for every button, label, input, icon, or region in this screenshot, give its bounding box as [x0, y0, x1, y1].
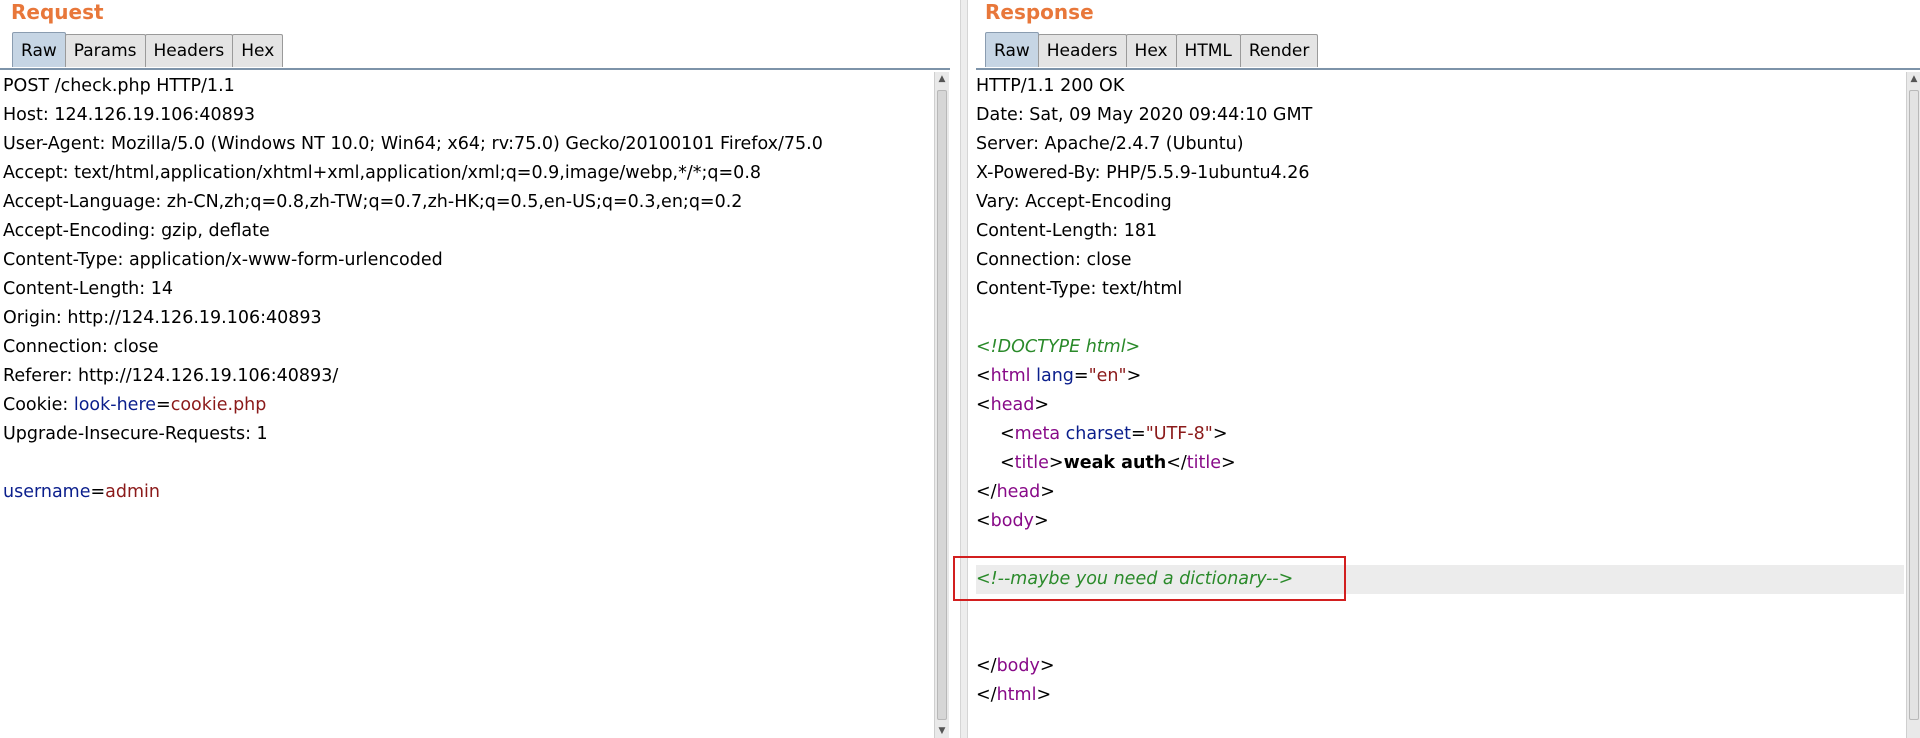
request-line: Accept-Language: zh-CN,zh;q=0.8,zh-TW;q=…	[3, 192, 743, 212]
title-close-tag: title	[1186, 453, 1222, 473]
doctype-line: <!DOCTYPE html>	[976, 337, 1141, 357]
blank-line	[976, 304, 1904, 333]
request-tab-params[interactable]: Params	[64, 34, 146, 67]
cookie-line: Cookie: look-here=cookie.php	[0, 391, 934, 420]
response-line: X-Powered-By: PHP/5.5.9-1ubuntu4.26	[976, 163, 1310, 183]
response-line: Server: Apache/2.4.7 (Ubuntu)	[976, 134, 1244, 154]
head-open-line: <head>	[976, 395, 1050, 415]
request-pane: Request Raw Params Headers Hex POST /che…	[0, 0, 950, 738]
title-open-tag: title	[1014, 453, 1049, 473]
request-line: Connection: close	[3, 337, 159, 357]
body-param-line: username=admin	[0, 478, 934, 507]
request-tab-raw[interactable]: Raw	[12, 32, 66, 67]
request-line: Origin: http://124.126.19.106:40893	[3, 308, 322, 328]
body-close-tag: body	[996, 656, 1040, 676]
scroll-up-icon[interactable]: ▲	[938, 74, 946, 84]
html-attr: lang	[1036, 366, 1074, 386]
highlight-box	[953, 556, 1346, 601]
body-close-line: </body>	[976, 656, 1055, 676]
request-editor[interactable]: POST /check.php HTTP/1.1 Host: 124.126.1…	[0, 72, 934, 738]
response-line: Vary: Accept-Encoding	[976, 192, 1172, 212]
request-tab-headers[interactable]: Headers	[144, 34, 234, 67]
response-line: Connection: close	[976, 250, 1132, 270]
meta-line: <meta charset="UTF-8">	[1000, 424, 1228, 444]
response-scroll-thumb[interactable]	[1909, 90, 1919, 720]
html-attr-value: "en"	[1088, 366, 1127, 386]
request-tab-hex[interactable]: Hex	[232, 34, 284, 67]
html-open-line: <html lang="en">	[976, 366, 1142, 386]
body-open-line: <body>	[976, 511, 1049, 531]
head-close-line: </head>	[976, 482, 1055, 502]
response-tab-render[interactable]: Render	[1239, 34, 1319, 67]
request-line: Referer: http://124.126.19.106:40893/	[3, 366, 339, 386]
response-tab-underline	[976, 68, 1920, 70]
request-title: Request	[11, 0, 104, 24]
meta-tag: meta	[1014, 424, 1061, 444]
request-line: Upgrade-Insecure-Requests: 1	[3, 424, 268, 444]
title-line: <title>weak auth</title>	[1000, 453, 1236, 473]
response-line: Date: Sat, 09 May 2020 09:44:10 GMT	[976, 105, 1313, 125]
response-scrollbar[interactable]: ▲	[1906, 72, 1920, 738]
request-line: Content-Type: application/x-www-form-url…	[3, 250, 443, 270]
head-close-tag: head	[996, 482, 1041, 502]
response-title: Response	[985, 0, 1094, 24]
splitter-handle[interactable]	[960, 0, 968, 738]
param-eq: =	[90, 482, 106, 502]
request-scrollbar[interactable]: ▲ ▼	[934, 72, 949, 738]
request-line: User-Agent: Mozilla/5.0 (Windows NT 10.0…	[3, 134, 823, 154]
cookie-key: look-here	[73, 395, 157, 415]
request-tab-underline	[0, 68, 950, 70]
cookie-value: cookie.php	[170, 395, 267, 415]
response-pane: Response Raw Headers Hex HTML Render HTT…	[976, 0, 1920, 738]
cookie-eq: =	[156, 395, 171, 415]
response-tab-hex[interactable]: Hex	[1125, 34, 1177, 67]
cookie-prefix: Cookie:	[3, 395, 74, 415]
html-tag: html	[990, 366, 1031, 386]
response-tab-html[interactable]: HTML	[1175, 34, 1241, 67]
request-line: POST /check.php HTTP/1.1	[3, 76, 235, 96]
request-line: Content-Length: 14	[3, 279, 174, 299]
response-editor[interactable]: HTTP/1.1 200 OK Date: Sat, 09 May 2020 0…	[976, 72, 1904, 738]
request-scroll-thumb[interactable]	[937, 90, 947, 720]
response-line: HTTP/1.1 200 OK	[976, 76, 1125, 96]
request-line: Accept-Encoding: gzip, deflate	[3, 221, 270, 241]
response-tab-headers[interactable]: Headers	[1037, 34, 1127, 67]
response-line: Content-Type: text/html	[976, 279, 1183, 299]
pane-splitter[interactable]	[950, 0, 976, 738]
html-close-line: </html>	[976, 685, 1052, 705]
meta-attr: charset	[1065, 424, 1132, 444]
response-tabbar: Raw Headers Hex HTML Render	[985, 32, 1319, 68]
comment-line: <!--maybe you need a dictionary-->	[976, 565, 1904, 594]
request-line: Accept: text/html,application/xhtml+xml,…	[3, 163, 762, 183]
request-tabbar: Raw Params Headers Hex	[12, 32, 284, 68]
request-line: Host: 124.126.19.106:40893	[3, 105, 256, 125]
blank-line	[976, 623, 1904, 652]
title-text: weak auth	[1063, 453, 1167, 473]
html-close-tag: html	[996, 685, 1037, 705]
body-open-tag: body	[990, 511, 1034, 531]
param-key: username	[3, 482, 91, 502]
scroll-up-icon[interactable]: ▲	[1910, 74, 1918, 84]
scroll-down-icon[interactable]: ▼	[938, 726, 946, 736]
param-value: admin	[105, 482, 161, 502]
html-eq: =	[1073, 366, 1089, 386]
head-tag: head	[990, 395, 1035, 415]
response-line: Content-Length: 181	[976, 221, 1158, 241]
meta-attr-value: "UTF-8"	[1145, 424, 1213, 444]
response-tab-raw[interactable]: Raw	[985, 32, 1039, 67]
blank-line	[0, 449, 934, 478]
